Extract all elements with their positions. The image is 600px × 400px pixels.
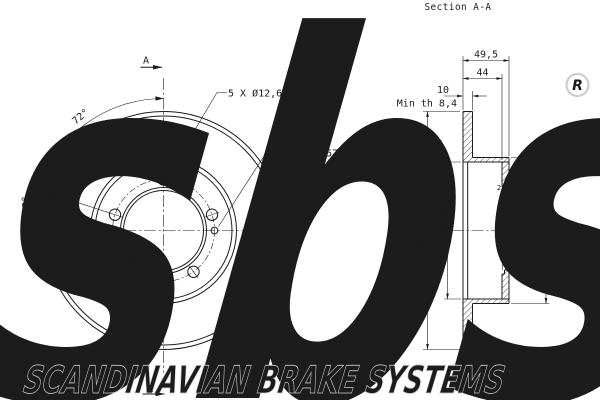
section-outline (462, 111, 510, 350)
dim-hat-depth-label: 44 (476, 68, 488, 79)
bolt-hole-leader-line (167, 92, 227, 177)
watermark-footer-text: SCANDINAVIAN BRAKE SYSTEMS (21, 358, 508, 400)
section-title: Section A-A (424, 2, 491, 13)
dimension-extension-lines (423, 56, 550, 350)
bolt-hole-center-ticks (128, 212, 220, 278)
bolt-holes-label: 5 X Ø12,6 R57,2 (228, 88, 324, 100)
registered-trademark-icon (565, 72, 590, 98)
angle-arc-arrowheads (29, 96, 164, 231)
front-view (27, 64, 298, 397)
angle-extension-line (36, 188, 124, 218)
dim-min-thickness-label: Min th 8,4 (397, 99, 457, 110)
section-marker-a-top: A (143, 56, 149, 67)
thread-hole-leader-line (218, 152, 277, 227)
dim-hat-diameter-label: Ø164 (533, 217, 546, 244)
angle-18-label: 18° (21, 196, 32, 214)
dimension-lines (426, 59, 548, 350)
dim-bore-diameter-label: Ø90,1 (515, 214, 528, 247)
dim-thickness-label: 10 (437, 85, 449, 96)
bolt-hole (205, 208, 219, 221)
dim-step-label: 2 (497, 184, 501, 192)
bolt-hole (187, 265, 200, 278)
section-hatching (463, 111, 509, 350)
section-view-labels: Section A-A 49,5 44 10 Min th 8,4 Ø265 Ø… (397, 2, 546, 251)
registered-trademark-letter: R (572, 78, 583, 94)
dim-outer-diameter-label: Ø265 (414, 218, 427, 245)
dim-friction-inner-diameter-label: Ø153,8 (435, 211, 448, 251)
bolt-hole (127, 265, 140, 278)
section-view (423, 56, 554, 350)
angle-72-arc (37, 98, 164, 190)
dim-total-width-label: 49,5 (474, 50, 498, 61)
thread-holes-label: 2 X M8 R57,2 (278, 149, 350, 160)
bolt-hole (108, 208, 122, 221)
section-marker-a-bottom: A (147, 384, 153, 395)
